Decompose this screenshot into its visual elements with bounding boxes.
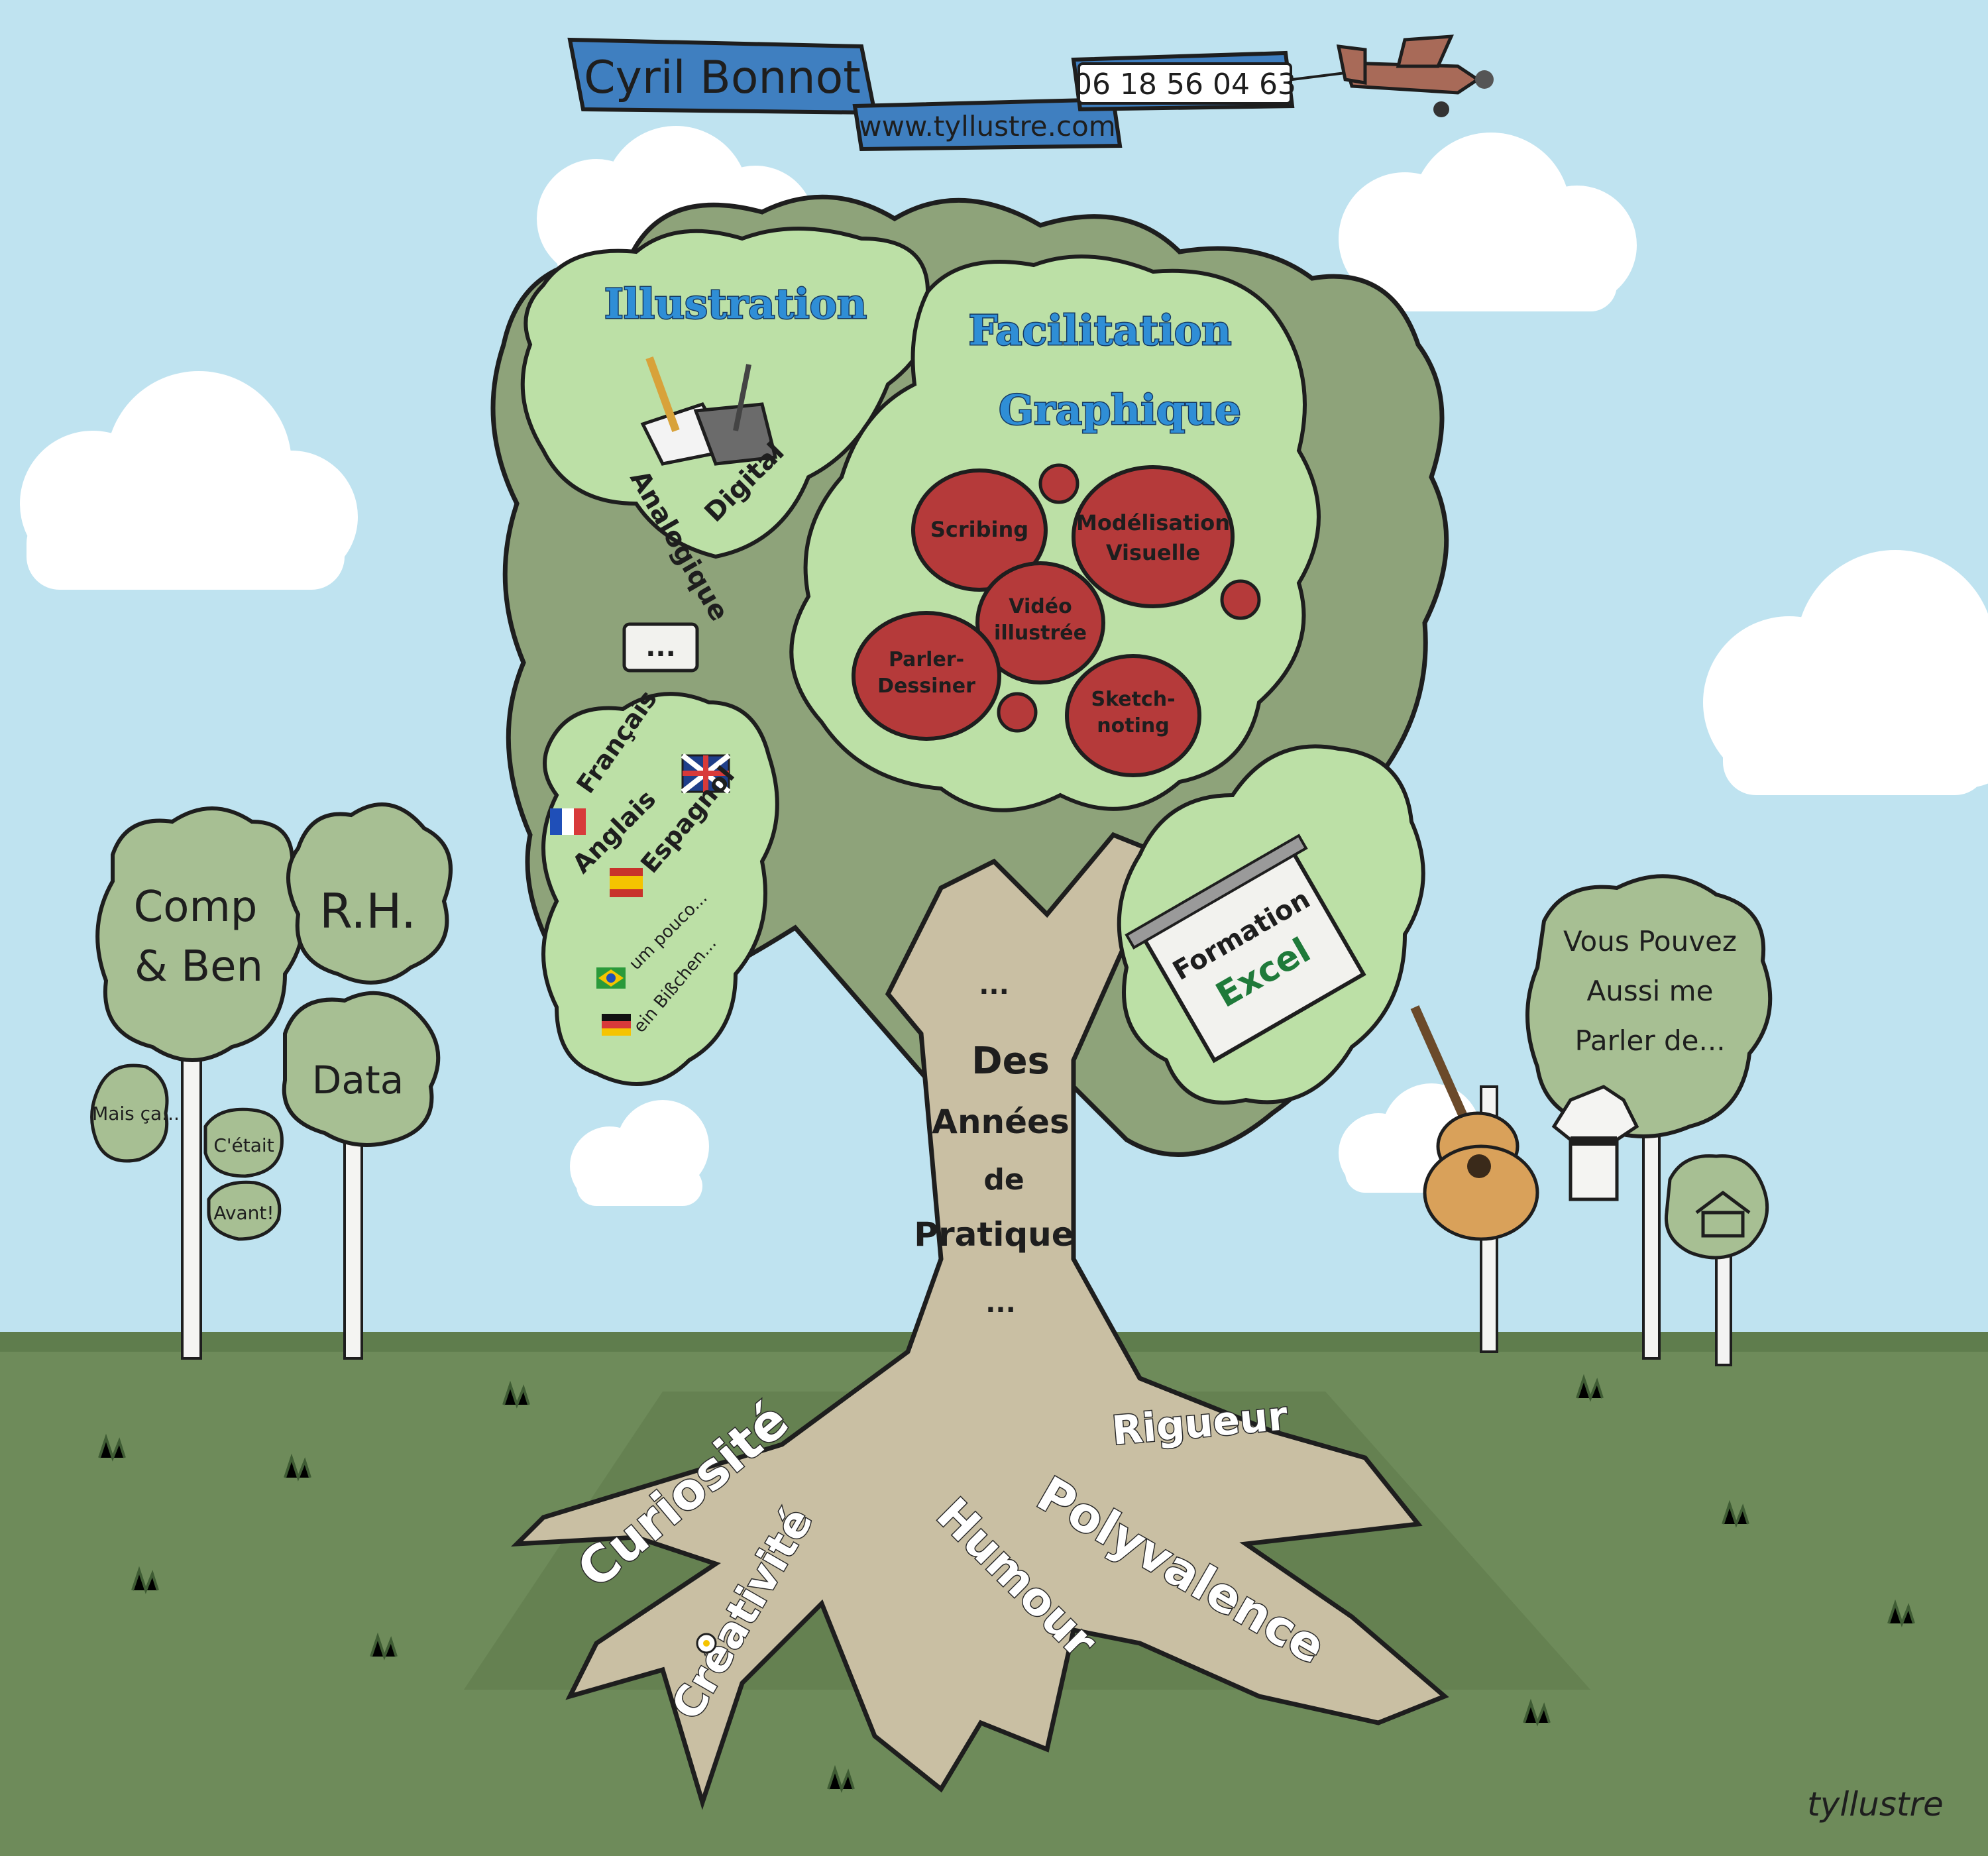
- apple-label: Dessiner: [877, 675, 975, 698]
- excel-board: Formation Excel: [1125, 834, 1366, 1064]
- trunk-line: de: [983, 1163, 1024, 1197]
- guitar-icon: [1410, 1005, 1539, 1241]
- cloud: [1339, 133, 1637, 311]
- banner-name: Cyril Bonnot: [584, 52, 861, 104]
- apple-sketchnoting: Sketch- noting: [1065, 654, 1201, 777]
- france-flag-icon: [550, 808, 586, 835]
- apples: Scribing Modélisation Visuelle Vidéo ill…: [852, 463, 1261, 777]
- comp-ben-line1: Comp: [134, 883, 258, 932]
- small-apple: [1220, 579, 1261, 620]
- small-label: C'était: [213, 1134, 274, 1156]
- talk-line: Parler de...: [1574, 1024, 1725, 1057]
- trunk-line: Des: [971, 1040, 1050, 1083]
- trunk-line: Pratique: [914, 1215, 1074, 1254]
- germany-flag-icon: [602, 1014, 631, 1036]
- apple-video: Vidéo illustrée: [975, 561, 1105, 684]
- apple-label: illustrée: [994, 622, 1087, 645]
- data-label: Data: [312, 1058, 404, 1103]
- apple-parler-dessiner: Parler- Dessiner: [852, 611, 1001, 741]
- left-trees: Comp & Ben R.H. Data Mais ça... C'était …: [90, 802, 453, 1360]
- talk-line: Vous Pouvez: [1563, 925, 1737, 957]
- tree-talk-about: Vous Pouvez Aussi me Parler de...: [1525, 874, 1773, 1138]
- banner-phone: 06 18 56 04 63: [1074, 68, 1296, 101]
- spain-flag-icon: [610, 868, 643, 897]
- tow-line: [1292, 72, 1346, 81]
- trunk-line: Années: [932, 1103, 1069, 1141]
- apple-label: Sketch-: [1091, 688, 1175, 711]
- main-trunk: [511, 832, 1449, 1810]
- trunk-line: ...: [985, 1288, 1016, 1319]
- house-icon: [1695, 1190, 1751, 1238]
- facilitation-title-1: Facilitation: [969, 306, 1232, 355]
- flower-icon: [696, 1633, 717, 1654]
- comp-ben-line2: & Ben: [135, 942, 263, 991]
- tree-comp-ben: Comp & Ben: [95, 806, 305, 1062]
- right-trees: Vous Pouvez Aussi me Parler de...: [1410, 874, 1773, 1366]
- judo-gi-icon: [1551, 1085, 1639, 1201]
- tree-data: Data: [282, 991, 441, 1147]
- apple-label: noting: [1097, 714, 1169, 737]
- facilitation-title-2: Graphique: [999, 386, 1241, 434]
- small-apple: [997, 692, 1038, 733]
- airplane-icon: [1336, 34, 1494, 117]
- cloud: [1703, 550, 1988, 795]
- tree-small: Mais ça... C'était Avant!: [90, 1064, 284, 1241]
- trunk-text: ... Des Années de Pratique ...: [914, 970, 1074, 1319]
- brazil-flag-icon: [596, 967, 626, 989]
- rh-label: R.H.: [319, 883, 416, 939]
- banner-website: www.tyllustre.com: [859, 110, 1115, 142]
- apple-label: Vidéo: [1009, 595, 1072, 618]
- apple-label: Modélisation: [1076, 510, 1230, 535]
- excel-cloud: Formation Excel: [1117, 744, 1425, 1105]
- trunk-line: ...: [979, 970, 1009, 1001]
- apple-label: Visuelle: [1106, 540, 1200, 565]
- tree-house: [1664, 1154, 1769, 1260]
- small-label: Avant!: [213, 1202, 274, 1224]
- grass-tufts: [98, 1374, 1915, 1793]
- apple-label: Parler-: [889, 648, 964, 671]
- phone-box: [1077, 62, 1292, 105]
- small-label: Mais ça...: [92, 1103, 180, 1124]
- speech-bubble-text: ...: [645, 632, 676, 663]
- talk-line: Aussi me: [1587, 975, 1714, 1007]
- tree-rh: R.H.: [286, 802, 453, 985]
- cloud: [570, 1100, 709, 1206]
- apple-scribing: Scribing: [911, 468, 1048, 592]
- languages-cloud: Français Anglais Espagnol um pouco... ei…: [541, 684, 779, 1086]
- birch-trunk: [1715, 1244, 1732, 1366]
- cloud: [20, 371, 358, 590]
- apple-label: Scribing: [930, 517, 1028, 542]
- uk-flag-icon: [681, 753, 731, 794]
- speech-bubble: ...: [622, 622, 699, 673]
- apple-modelisation: Modélisation Visuelle: [1072, 465, 1235, 608]
- small-apple: [1038, 463, 1079, 504]
- signature: tyllustre: [1807, 1785, 1944, 1824]
- sketchbook-tablet-icon: [640, 356, 778, 466]
- illustration-title: Illustration: [604, 280, 867, 328]
- banner: Cyril Bonnot 06 18 56 04 63 www.tyllustr…: [567, 37, 1296, 152]
